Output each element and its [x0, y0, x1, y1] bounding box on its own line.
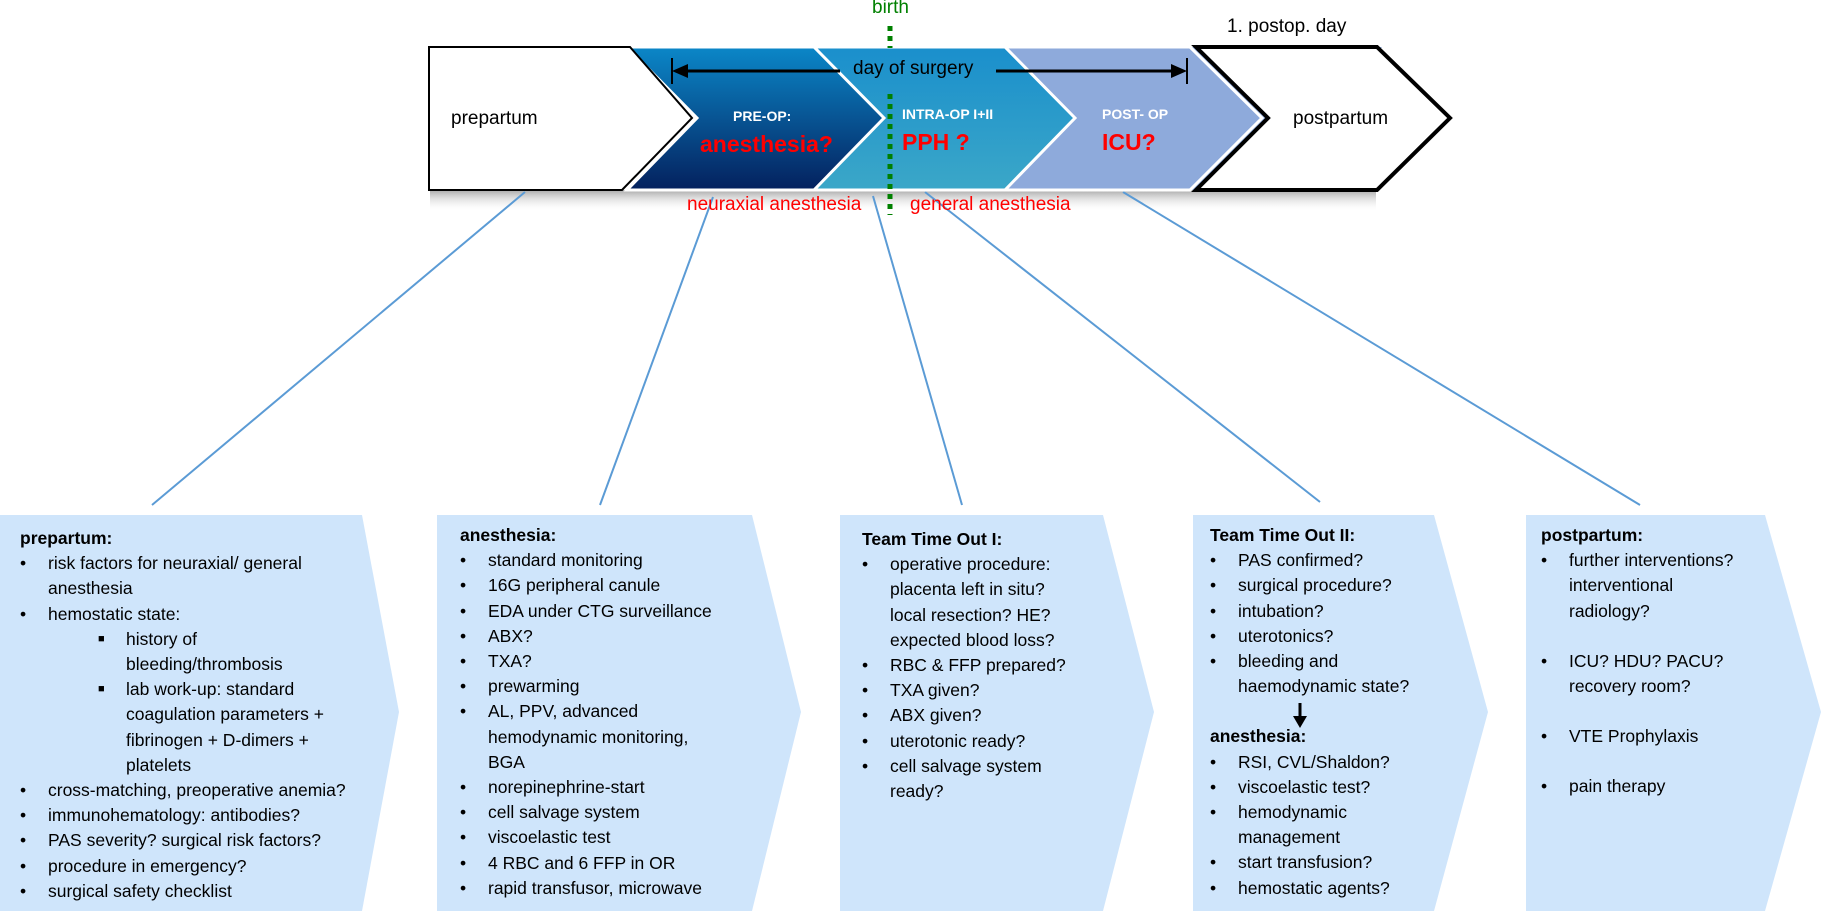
list-item: operative procedure:placenta left in sit… — [862, 552, 1122, 653]
list-item: start transfusion? — [1210, 850, 1460, 875]
box-heading: anesthesia: — [460, 525, 557, 545]
list-item: further interventions?interventionalradi… — [1541, 548, 1781, 624]
list-item: surgical procedure? — [1210, 573, 1460, 598]
arrow-right-icon — [1171, 64, 1187, 78]
timeline-shadow — [430, 190, 1376, 212]
list-item: PAS confirmed? — [1210, 548, 1460, 573]
stage-pre-op-question: anesthesia? — [700, 131, 833, 157]
box-anesthesia: anesthesia: standard monitoring 16G peri… — [460, 523, 760, 901]
box-team-time-out-1: Team Time Out I: operative procedure:pla… — [862, 527, 1122, 804]
connector-team-time-out-2 — [924, 191, 1321, 503]
list-item: ABX given? — [862, 703, 1122, 728]
birth-label: birth — [872, 0, 909, 18]
box-team-time-out-2: Team Time Out II: PAS confirmed? surgica… — [1210, 523, 1460, 901]
arrow-down-icon — [1293, 703, 1307, 728]
list-item: rapid transfusor, microwave — [460, 876, 760, 901]
arrow-left-icon — [672, 64, 688, 78]
list-item: risk factors for neuraxial/ generalanest… — [20, 551, 380, 601]
stage-intra-op-question: PPH ? — [902, 129, 970, 155]
list-item: EDA under CTG surveillance — [460, 599, 760, 624]
list-item: RBC & FFP prepared? — [862, 653, 1122, 678]
connector-prepartum — [151, 191, 526, 506]
list-item: pain therapy — [1541, 774, 1781, 799]
stage-pre-op-title: PRE-OP: — [733, 108, 792, 124]
stage-prepartum-label: prepartum — [451, 108, 538, 129]
list-item: procedure in emergency? — [20, 854, 380, 879]
list-item: hemostatic state: — [20, 602, 380, 627]
list-item: cell salvage system — [460, 800, 760, 825]
checklist: PAS confirmed? surgical procedure? intub… — [1210, 548, 1460, 699]
box-heading: Team Time Out II: — [1210, 525, 1356, 545]
checklist: operative procedure:placenta left in sit… — [862, 552, 1122, 804]
box-heading: prepartum: — [20, 528, 113, 548]
list-item: immunohematology: antibodies? — [20, 803, 380, 828]
stage-intra-op-title: INTRA-OP I+II — [902, 106, 994, 122]
list-item: PAS severity? surgical risk factors? — [20, 828, 380, 853]
box-postpartum: postpartum: further interventions?interv… — [1541, 523, 1781, 800]
connector-anesthesia — [599, 196, 714, 506]
list-item: norepinephrine-start — [460, 775, 760, 800]
stage-postpartum[interactable] — [1191, 45, 1453, 192]
list-item: intubation? — [1210, 599, 1460, 624]
checklist: risk factors for neuraxial/ generalanest… — [20, 551, 380, 904]
connector-postpartum — [1122, 191, 1641, 506]
neuraxial-anesthesia-label: neuraxial anesthesia — [687, 194, 862, 215]
box-subheading: anesthesia: — [1210, 726, 1307, 747]
stage-prepartum[interactable] — [428, 46, 694, 191]
list-item: uterotonic ready? — [862, 729, 1122, 754]
checklist: RSI, CVL/Shaldon? viscoelastic test? hem… — [1210, 750, 1460, 901]
stage-post-op-title: POST- OP — [1102, 106, 1169, 122]
list-item: VTE Prophylaxis — [1541, 724, 1781, 749]
box-heading: Team Time Out I: — [862, 529, 1003, 549]
stage-postpartum-label: postpartum — [1293, 108, 1389, 129]
list-item: standard monitoring — [460, 548, 760, 573]
list-item: surgical safety checklist — [20, 879, 380, 904]
list-item: viscoelastic test? — [1210, 775, 1460, 800]
connector-team-time-out-1 — [872, 195, 963, 506]
arrow-spacer — [1210, 699, 1460, 724]
list-item: 4 RBC and 6 FFP in OR — [460, 851, 760, 876]
day-of-surgery-label: day of surgery — [853, 58, 974, 79]
list-item: TXA given? — [862, 678, 1122, 703]
list-item: TXA? — [460, 649, 760, 674]
checklist: standard monitoring 16G peripheral canul… — [460, 548, 760, 901]
day-of-surgery-span — [671, 58, 1188, 84]
general-anesthesia-label: general anesthesia — [910, 194, 1071, 215]
list-item: uterotonics? — [1210, 624, 1460, 649]
box-heading: postpartum: — [1541, 525, 1644, 545]
list-item: hemostatic agents? — [1210, 876, 1460, 901]
list-item: prewarming — [460, 674, 760, 699]
list-item: ABX? — [460, 624, 760, 649]
list-item: 16G peripheral canule — [460, 573, 760, 598]
stage-post-op-question: ICU? — [1102, 129, 1156, 155]
list-item: cross-matching, preoperative anemia? — [20, 778, 380, 803]
first-postop-day-label: 1. postop. day — [1227, 16, 1347, 37]
checklist: further interventions?interventionalradi… — [1541, 548, 1781, 800]
list-item: ICU? HDU? PACU?recovery room? — [1541, 649, 1781, 699]
connector-lines — [151, 191, 1641, 506]
stage-pre-op[interactable] — [623, 45, 887, 192]
list-item: viscoelastic test — [460, 825, 760, 850]
list-item: RSI, CVL/Shaldon? — [1210, 750, 1460, 775]
box-prepartum: prepartum: risk factors for neuraxial/ g… — [20, 526, 380, 904]
